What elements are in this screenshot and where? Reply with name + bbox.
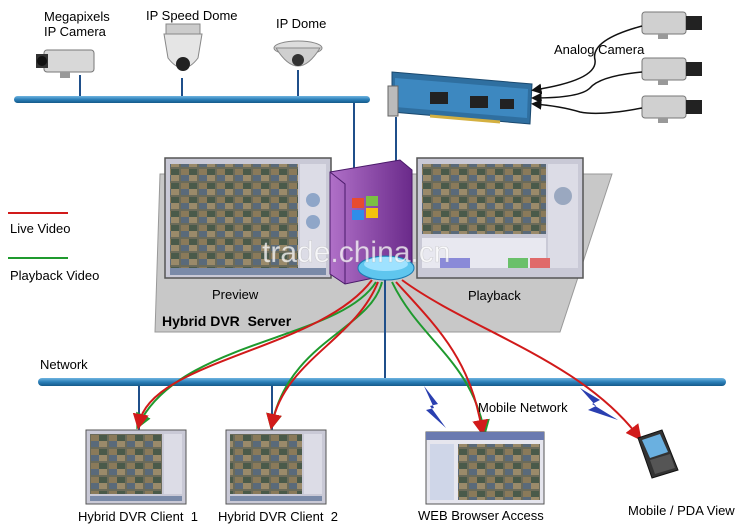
web-browser-label: WEB Browser Access xyxy=(418,508,544,523)
watermark: trade.china.cn xyxy=(262,236,450,269)
legend-live-label: Live Video xyxy=(10,221,71,236)
analog-camera-label: Analog Camera xyxy=(554,42,645,57)
server-title: Hybrid DVR Server xyxy=(162,313,292,329)
client-1-screen xyxy=(85,429,187,505)
client-2-screen xyxy=(225,429,327,505)
playback-screen xyxy=(416,157,584,279)
legend-playback-label: Playback Video xyxy=(10,268,100,283)
web-browser-screen xyxy=(425,431,545,505)
ip-dome-label: IP Dome xyxy=(276,16,327,31)
client-2-label: Hybrid DVR Client 2 xyxy=(218,509,338,524)
ip-dome-icon xyxy=(273,40,323,67)
mobile-phone-icon xyxy=(637,429,679,479)
dvr-capture-card-icon xyxy=(387,71,533,125)
ip-camera-label: Megapixels IP Camera xyxy=(44,9,110,39)
ip-camera-bus xyxy=(14,96,370,103)
preview-screen xyxy=(164,157,332,279)
mobile-view-label: Mobile / PDA View xyxy=(628,503,735,518)
wireless-link-icon-2 xyxy=(580,388,618,420)
client-1-label: Hybrid DVR Client 1 xyxy=(78,509,198,524)
network-label: Network xyxy=(40,357,88,372)
megapixel-ip-camera-icon xyxy=(36,49,95,78)
ip-speed-dome-label: IP Speed Dome xyxy=(146,8,238,23)
server-tower-icon xyxy=(329,159,415,285)
wireless-link-icon xyxy=(424,386,446,428)
mobile-network-label: Mobile Network xyxy=(478,400,568,415)
preview-label: Preview xyxy=(212,287,259,302)
playback-label: Playback xyxy=(468,288,521,303)
network-bus xyxy=(38,378,726,386)
analog-camera-icons xyxy=(641,11,702,123)
ip-speed-dome-icon xyxy=(163,23,203,71)
